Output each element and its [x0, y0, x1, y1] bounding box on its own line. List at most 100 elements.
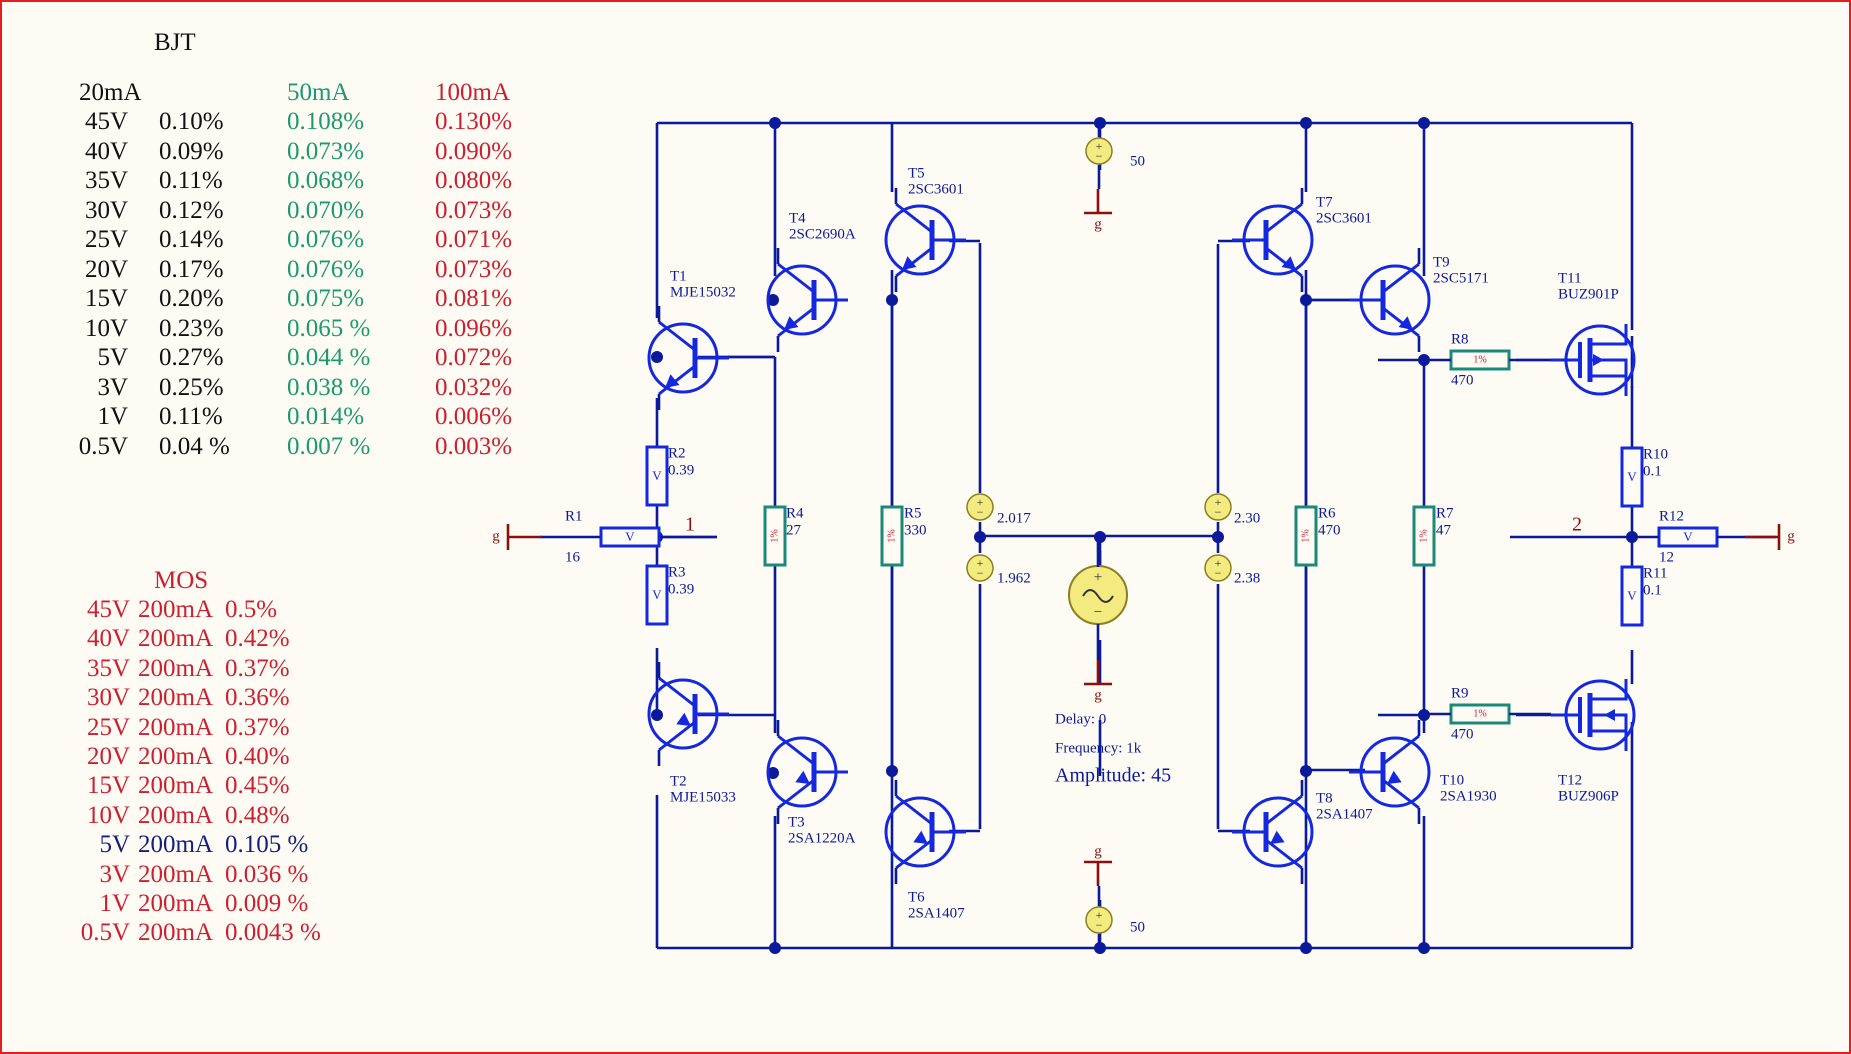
dc-source-1962-body: [966, 554, 994, 582]
mos-cell-current: 200mA: [138, 919, 213, 947]
transistor-part-label: 2SC2690A: [789, 226, 856, 242]
mos-cell-current: 200mA: [138, 801, 213, 829]
bjt-cell-voltage: 10V: [84, 314, 128, 342]
mos-cell-voltage: 30V: [86, 684, 130, 712]
mos-cell-voltage: 45V: [86, 596, 130, 623]
transistor-ref-label: T6: [908, 889, 925, 905]
transistor-t1: [647, 306, 729, 410]
transistor-t9-upper-lead: [1382, 262, 1420, 294]
ac-delay-label: Delay: 0: [1055, 711, 1106, 727]
bjt-cell-50ma-value: 0.044 %: [287, 344, 371, 371]
mos-cell-current: 200mA: [138, 831, 213, 859]
bjt-cell-50ma-value: 0.076%: [287, 255, 365, 283]
bjt-cell-20ma-value: 0.10%: [159, 108, 224, 135]
resistor-r3: V: [645, 564, 669, 626]
resistor-ref-label: R1: [565, 508, 583, 524]
junction-dot: [1300, 117, 1312, 129]
ground-bottom-label: g: [1094, 843, 1102, 859]
resistor-r7-body: [1412, 505, 1436, 567]
resistor-r4: 1%: [763, 505, 787, 567]
resistor-value-label: 0.39: [668, 462, 694, 478]
transistor-ref-label: T10: [1440, 772, 1464, 788]
mos-cell-voltage: 5V: [99, 831, 130, 859]
resistor-r8-mark: 1%: [1473, 354, 1486, 365]
bjt-cell-100ma-value: 0.081%: [435, 285, 513, 312]
bjt-cell-100ma-value: 0.006%: [435, 403, 513, 430]
header-100ma: 100mA: [435, 79, 510, 106]
transistor-t1-upper-lead: [658, 320, 696, 352]
resistor-ref-label: R5: [904, 505, 922, 521]
transistor-t3: [766, 720, 848, 824]
bjt-cell-50ma-value: 0.065 %: [287, 314, 371, 342]
mos-cell-voltage: 10V: [86, 801, 130, 829]
junction-dot: [651, 351, 663, 363]
bjt-cell-20ma-value: 0.17%: [159, 255, 224, 283]
resistor-ref-label: R3: [668, 564, 686, 580]
bjt-cell-20ma-value: 0.14%: [159, 226, 224, 253]
resistor-r10-body: [1620, 446, 1644, 508]
transistor-ref-label: T9: [1433, 254, 1450, 270]
dc-source-top-minus: −: [1096, 149, 1103, 163]
transistor-t4-upper-lead: [777, 262, 815, 294]
ground-ac: g: [1084, 660, 1112, 703]
transistor-t9-arrow: [1398, 316, 1413, 330]
dc-source-1962-value: 1.962: [997, 570, 1031, 586]
transistor-ref-label: T11: [1558, 270, 1582, 286]
resistor-r5-mark: 1%: [886, 529, 897, 542]
bjt-cell-voltage: 15V: [84, 285, 128, 312]
resistor-r5-body: [880, 505, 904, 567]
mos-cell-distortion: 0.009 %: [225, 890, 309, 917]
bjt-cell-20ma-value: 0.27%: [159, 344, 224, 371]
bjt-cell-100ma-value: 0.080%: [435, 167, 513, 194]
ac-amplitude-label: Amplitude: 45: [1055, 765, 1171, 787]
transistor-t4-lower-lead: [777, 306, 815, 338]
dc-source-230-minus: −: [1215, 505, 1222, 519]
bjt-cell-50ma-value: 0.068%: [287, 167, 365, 194]
transistor-part-label: 2SA1930: [1440, 788, 1497, 804]
transistor-t3-lower-lead: [777, 778, 815, 810]
junction-dot: [1418, 117, 1430, 129]
dc-source-2017-value: 2.017: [997, 510, 1031, 526]
resistor-r7: 1%: [1412, 505, 1436, 567]
junction-dot: [1300, 294, 1312, 306]
bjt-cell-50ma-value: 0.007 %: [287, 432, 371, 460]
ac-source: +−: [1068, 565, 1128, 625]
mos-cell-current: 200mA: [138, 625, 213, 653]
bjt-cell-100ma-value: 0.073%: [435, 196, 513, 224]
transistor-t5-upper-lead: [895, 202, 933, 234]
ac-frequency-label: Frequency: 1k: [1055, 740, 1142, 756]
bjt-cell-voltage: 5V: [97, 344, 128, 371]
transistor-part-label: 2SA1407: [1316, 806, 1373, 822]
dc-source-bottom-plus: +: [1096, 908, 1103, 922]
mos-cell-current: 200mA: [138, 860, 213, 888]
transistor-ref-label: T4: [789, 210, 806, 226]
transistor-part-label: 2SC5171: [1433, 270, 1489, 286]
dc-source-238-body: [1204, 554, 1232, 582]
transistor-t6-lower-lead: [895, 838, 933, 870]
resistor-ref-label: R6: [1318, 505, 1336, 521]
dc-source-238-plus: +: [1215, 556, 1222, 570]
transistor-part-label: 2SA1220A: [788, 830, 856, 846]
resistor-r8: 1%: [1449, 349, 1511, 371]
mos-cell-current: 200mA: [138, 596, 213, 623]
mos-cell-current: 200mA: [138, 713, 213, 741]
ac-source-minus: −: [1094, 604, 1102, 620]
transistor-t6-upper-lead: [895, 794, 933, 826]
resistor-r12: V: [1657, 526, 1719, 548]
ground-left-label: g: [492, 528, 500, 544]
resistor-r4-body: [763, 505, 787, 567]
bjt-cell-50ma-value: 0.073%: [287, 137, 365, 165]
transistor-t10-arrow: [1387, 770, 1402, 784]
transistor-part-label: 2SA1407: [908, 905, 965, 921]
transistor-t7: [1232, 188, 1314, 292]
resistor-ref-label: R4: [786, 505, 804, 521]
dc-source-1962-minus: −: [977, 566, 984, 580]
bjt-cell-voltage: 45V: [84, 108, 128, 135]
transistor-t10-upper-lead: [1382, 734, 1420, 766]
transistor-t12: [1551, 679, 1636, 751]
transistor-part-label: BUZ906P: [1558, 788, 1619, 804]
ac-source-plus: +: [1094, 569, 1102, 585]
mos-cell-distortion: 0.48%: [225, 801, 290, 829]
dc-source-230-body: [1204, 493, 1232, 521]
dc-source-230: +−2.30: [1204, 493, 1260, 526]
